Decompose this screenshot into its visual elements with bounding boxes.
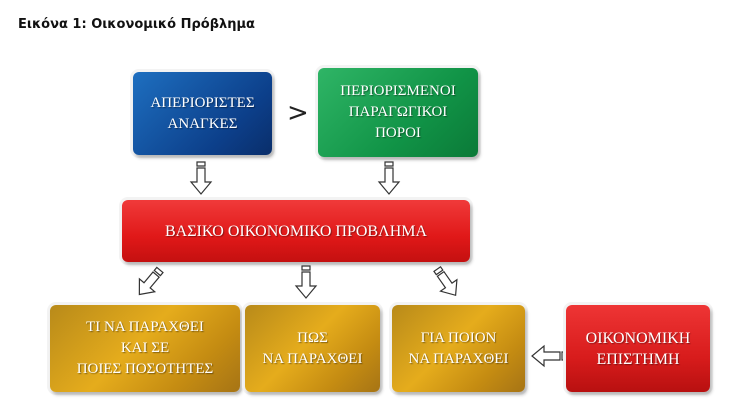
box-line: ΑΠΕΡΙΟΡΙΣΤΕΣ [150,94,255,111]
box-line: ΤΙ ΝΑ ΠΑΡΑΧΘΕΙ [86,319,204,335]
arrow-down-left-icon [138,266,164,296]
box-line: ΟΙΚΟΝΟΜΙΚΗ [585,329,691,347]
economics-science-box: ΟΙΚΟΝΟΜΙΚΗ ΕΠΙΣΤΗΜΗ [566,305,710,392]
box-line: ΠΑΡΑΓΩΓΙΚΟΙ [348,104,448,120]
box-line: ΠΟΡΟΙ [375,125,421,141]
for-whom-box: ΓΙΑ ΠΟΙΟΝ ΝΑ ΠΑΡΑΧΘΕΙ [392,305,525,392]
box-line: ΑΝΑΓΚΕΣ [167,115,238,132]
box-line: ΕΠΙΣΤΗΜΗ [596,350,680,368]
arrow-down-icon [377,161,401,195]
arrow-left-icon [531,344,567,368]
what-to-produce-box: ΤΙ ΝΑ ΠΑΡΑΧΘΕΙ ΚΑΙ ΣΕ ΠΟΙΕΣ ΠΟΣΟΤΗΤΕΣ [50,305,240,392]
box-line: ΚΑΙ ΣΕ [120,340,170,356]
box-line: ΠΕΡΙΟΡΙΣΜΕΝΟΙ [340,83,456,99]
box-line: ΠΩΣ [297,329,328,346]
how-to-produce-box: ΠΩΣ ΝΑ ΠΑΡΑΧΘΕΙ [245,305,380,392]
box-line: ΓΙΑ ΠΟΙΟΝ [420,329,497,346]
box-line: ΝΑ ΠΑΡΑΧΘΕΙ [408,350,509,367]
greater-than-sign: > [287,98,309,128]
box-line: ΠΟΙΕΣ ΠΟΣΟΤΗΤΕΣ [76,361,214,377]
figure-caption: Εικόνα 1: Οικονομικό Πρόβλημα [18,17,255,32]
limited-resources-box: ΠΕΡΙΟΡΙΣΜΕΝΟΙ ΠΑΡΑΓΩΓΙΚΟΙ ΠΟΡΟΙ [318,68,478,157]
box-title: ΒΑΣΙΚΟ ΟΙΚΟΝΟΜΙΚΟ ΠΡΟΒΛΗΜΑ [164,222,428,240]
arrow-down-icon [189,161,213,195]
box-line: ΝΑ ΠΑΡΑΧΘΕΙ [262,350,363,367]
basic-economic-problem-box: ΒΑΣΙΚΟ ΟΙΚΟΝΟΜΙΚΟ ΠΡΟΒΛΗΜΑ [122,200,470,262]
arrow-down-right-icon [433,265,458,297]
arrow-down-icon [294,265,318,299]
unlimited-needs-box: ΑΠΕΡΙΟΡΙΣΤΕΣ ΑΝΑΓΚΕΣ [133,72,272,155]
